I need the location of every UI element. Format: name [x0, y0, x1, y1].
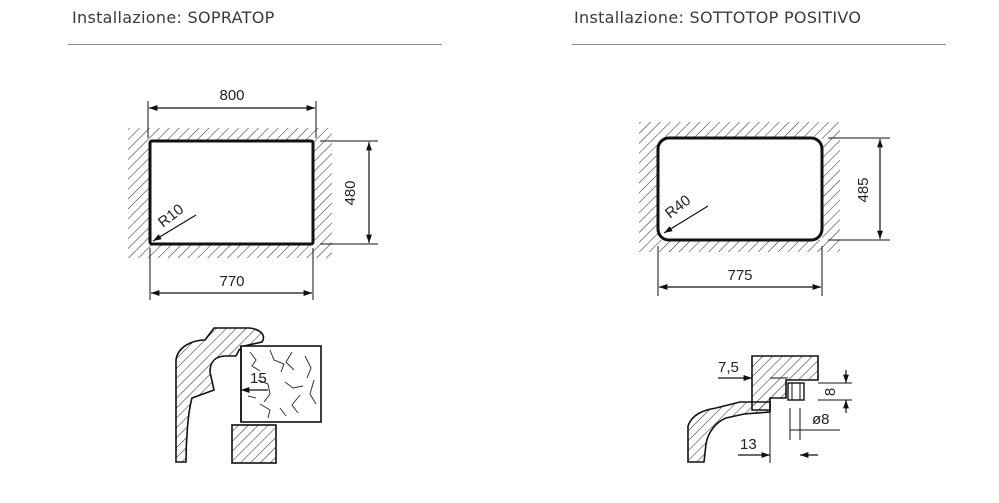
label-8-height: 8: [822, 388, 839, 396]
sottotop-sink-profile: [687, 401, 771, 463]
label-13: 13: [740, 436, 757, 453]
sopratop-section-view: 15: [175, 327, 322, 464]
sopratop-plan-view: 800 480 770 R10: [128, 87, 378, 300]
title-rule-sottotop-positivo: [572, 44, 946, 45]
title-sottotop-positivo: Installazione: SOTTOTOP POSITIVO: [574, 8, 862, 27]
label-phi8: ø8: [812, 411, 830, 428]
title-rule-sopratop: [68, 44, 442, 45]
sopratop-sink-profile: [175, 327, 265, 463]
sottotop-section-view: 7,5 8 ø8 13: [687, 355, 852, 463]
label-480: 480: [342, 180, 359, 205]
label-775: 775: [727, 267, 752, 284]
radius-leader-r40: [663, 205, 709, 234]
label-15: 15: [250, 370, 267, 387]
sottotop-countertop-hatch: [639, 122, 840, 252]
label-800: 800: [219, 87, 244, 104]
stud-outline: [787, 382, 805, 401]
label-485: 485: [855, 177, 872, 202]
sopratop-countertop-lower: [231, 424, 277, 464]
sottotop-cutout-outline: [656, 136, 824, 242]
sottotop-plan-view: 485 775 R40: [639, 122, 890, 296]
title-sopratop: Installazione: SOPRATOP: [72, 8, 275, 27]
label-770: 770: [219, 273, 244, 290]
radius-leader-r10: [152, 214, 197, 242]
label-7-5: 7,5: [718, 359, 739, 376]
stone-texture: [247, 349, 317, 419]
